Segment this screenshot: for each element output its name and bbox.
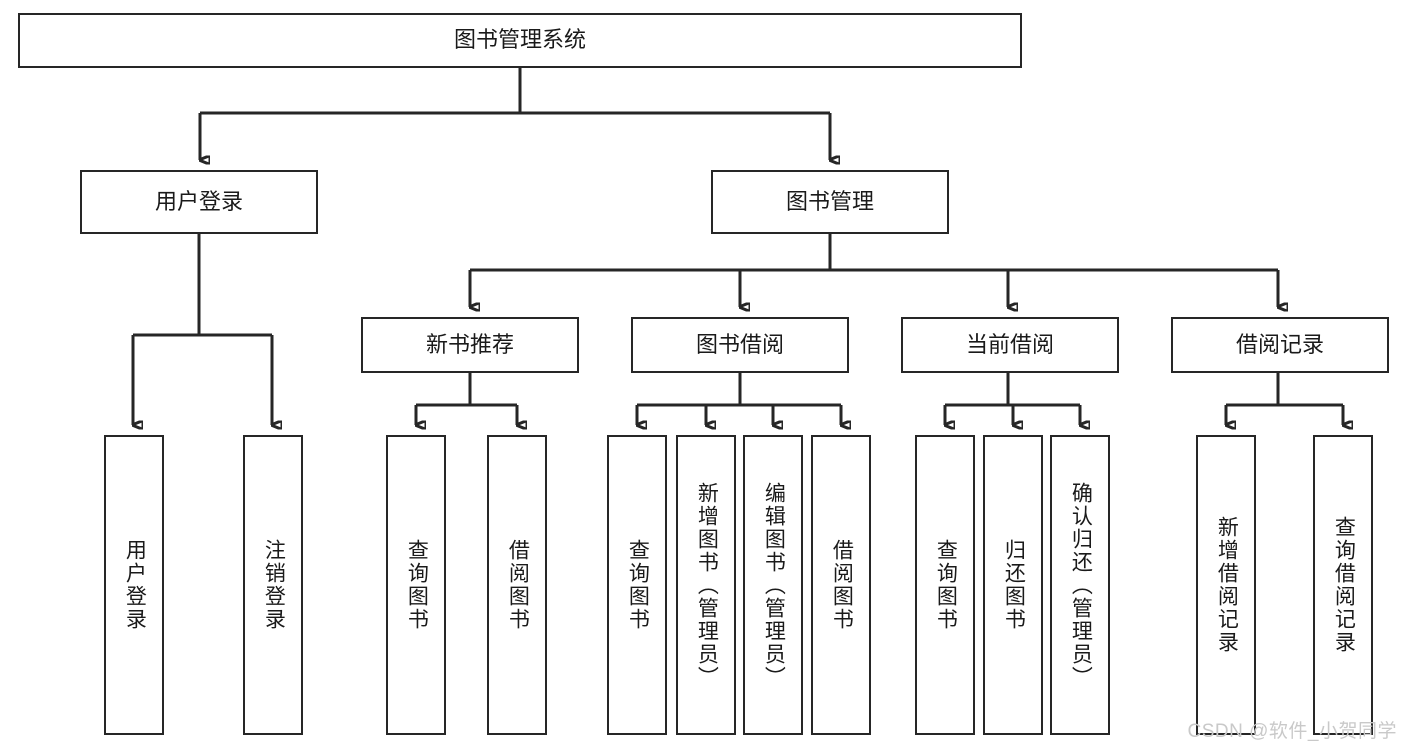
leaf-query-book-1-label: 查询图书 [405, 539, 429, 631]
leaf-query-book-2-label: 查询图书 [626, 539, 650, 631]
node-user-login[interactable]: 用户登录 [80, 170, 318, 234]
leaf-user-logout-label: 注销登录 [262, 539, 286, 631]
leaf-query-record[interactable]: 查询借阅记录 [1313, 435, 1373, 735]
leaf-borrow-book-1[interactable]: 借阅图书 [487, 435, 547, 735]
node-book-manage[interactable]: 图书管理 [711, 170, 949, 234]
leaf-borrow-book-1-label: 借阅图书 [506, 539, 530, 631]
node-root[interactable]: 图书管理系统 [18, 13, 1022, 68]
leaf-query-book-3-label: 查询图书 [934, 539, 958, 631]
leaf-user-logout[interactable]: 注销登录 [243, 435, 303, 735]
leaf-query-book-2[interactable]: 查询图书 [607, 435, 667, 735]
leaf-user-login[interactable]: 用户登录 [104, 435, 164, 735]
node-new-book-recommend-label: 新书推荐 [425, 331, 514, 357]
leaf-return-book[interactable]: 归还图书 [983, 435, 1043, 735]
node-current-borrow-label: 当前借阅 [965, 331, 1054, 357]
node-book-manage-label: 图书管理 [785, 188, 874, 214]
node-user-login-label: 用户登录 [154, 188, 243, 214]
leaf-add-book-label: 新增图书（管理员） [695, 481, 719, 689]
node-current-borrow[interactable]: 当前借阅 [901, 317, 1119, 373]
node-root-label: 图书管理系统 [453, 27, 586, 53]
watermark-text: CSDN @软件_小贺同学 [1187, 721, 1397, 742]
node-book-borrow[interactable]: 图书借阅 [631, 317, 849, 373]
leaf-query-book-1[interactable]: 查询图书 [386, 435, 446, 735]
node-borrow-record-label: 借阅记录 [1235, 331, 1324, 357]
leaf-borrow-book-2[interactable]: 借阅图书 [811, 435, 871, 735]
leaf-edit-book[interactable]: 编辑图书（管理员） [743, 435, 803, 735]
leaf-borrow-book-2-label: 借阅图书 [830, 539, 854, 631]
leaf-add-record[interactable]: 新增借阅记录 [1196, 435, 1256, 735]
leaf-query-book-3[interactable]: 查询图书 [915, 435, 975, 735]
node-book-borrow-label: 图书借阅 [695, 331, 784, 357]
leaf-user-login-label: 用户登录 [123, 539, 147, 631]
node-borrow-record[interactable]: 借阅记录 [1171, 317, 1389, 373]
leaf-add-record-label: 新增借阅记录 [1215, 516, 1239, 654]
leaf-edit-book-label: 编辑图书（管理员） [762, 481, 786, 689]
leaf-return-book-label: 归还图书 [1002, 539, 1026, 631]
leaf-query-record-label: 查询借阅记录 [1332, 516, 1356, 654]
leaf-confirm-return[interactable]: 确认归还（管理员） [1050, 435, 1110, 735]
leaf-confirm-return-label: 确认归还（管理员） [1069, 481, 1093, 689]
leaf-add-book[interactable]: 新增图书（管理员） [676, 435, 736, 735]
node-new-book-recommend[interactable]: 新书推荐 [361, 317, 579, 373]
